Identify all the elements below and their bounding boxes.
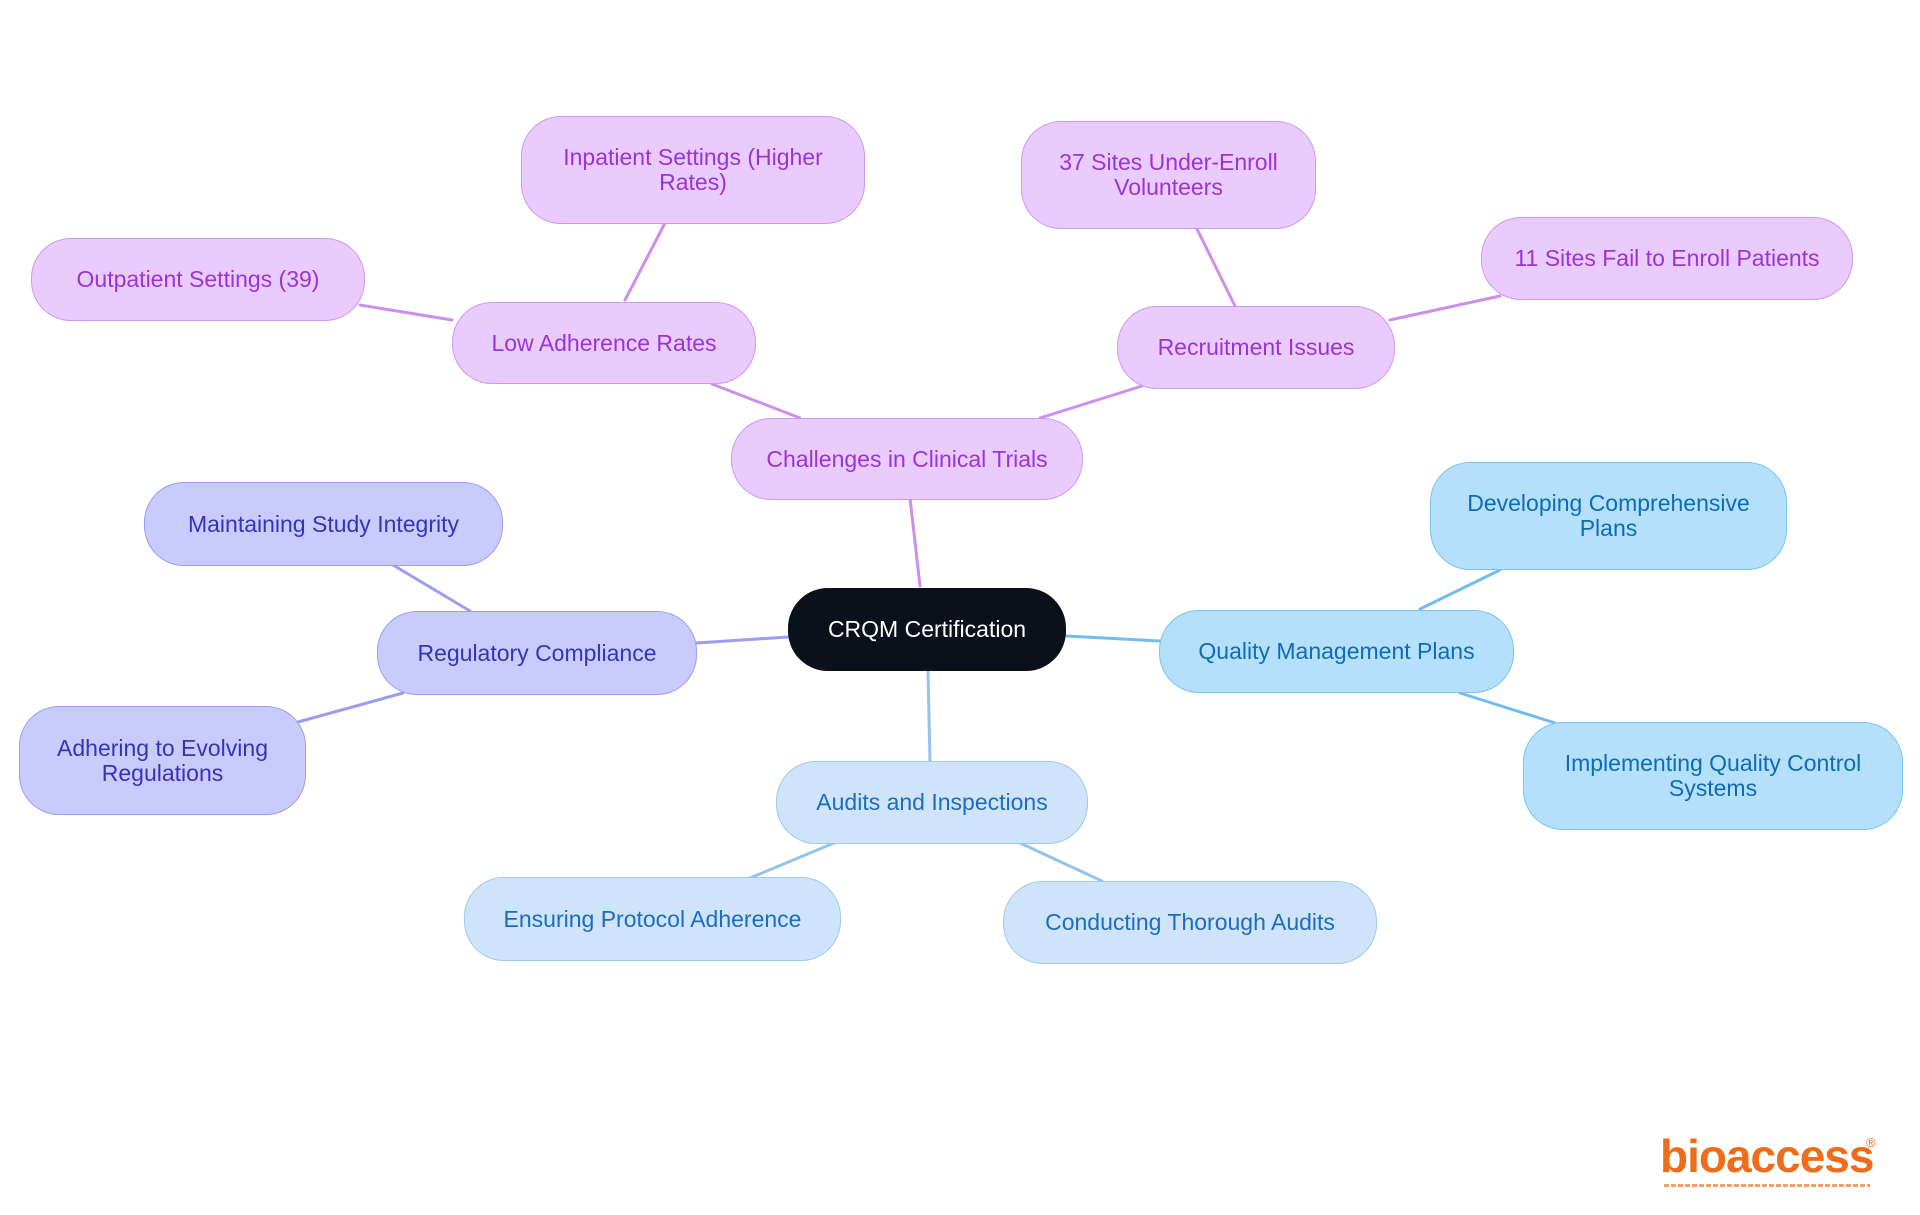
node-label: Conducting Thorough Audits [1045,909,1335,935]
node-implementing-quality-control-systems[interactable]: Implementing Quality Control Systems [1523,722,1903,830]
node-challenges-in-clinical-trials[interactable]: Challenges in Clinical Trials [731,418,1083,500]
root-node-crqm-certification[interactable]: CRQM Certification [788,588,1066,671]
node-label: Maintaining Study Integrity [187,510,460,537]
node-adhering-to-evolving-regulations[interactable]: Adhering to Evolving Regulations [19,706,306,815]
node-conducting-thorough-audits[interactable]: Conducting Thorough Audits [1003,881,1377,964]
node-label: Adhering to Evolving Regulations [57,734,268,786]
edge-recruitment-fail-enroll [1388,294,1502,322]
logo-tagline-strip [1664,1184,1870,1187]
edge-challenges-recruitment [1038,384,1144,420]
node-11-sites-fail-to-enroll[interactable]: 11 Sites Fail to Enroll Patients [1481,217,1853,300]
bioaccess-logo: bioaccess ® [1660,1133,1880,1193]
node-label: Regulatory Compliance [417,639,657,666]
node-quality-management-plans[interactable]: Quality Management Plans [1159,610,1514,693]
registered-mark-icon: ® [1866,1135,1876,1150]
node-label: Implementing Quality Control Systems [1564,750,1862,801]
node-ensuring-protocol-adherence[interactable]: Ensuring Protocol Adherence [464,877,841,961]
node-label: Recruitment Issues [1157,334,1355,360]
node-label: Inpatient Settings (Higher Rates) [563,144,823,195]
node-label: Low Adherence Rates [491,329,717,356]
node-recruitment-issues[interactable]: Recruitment Issues [1117,306,1395,389]
edge-quality-plans-comprehensive [1418,568,1502,611]
node-low-adherence-rates[interactable]: Low Adherence Rates [452,302,756,384]
root-label: CRQM Certification [827,616,1027,642]
logo-wordmark: bioaccess [1660,1130,1874,1182]
node-inpatient-settings[interactable]: Inpatient Settings (Higher Rates) [521,116,865,224]
edge-regulatory-integrity [391,563,472,613]
edge-audits-protocol [748,841,836,880]
node-outpatient-settings[interactable]: Outpatient Settings (39) [31,238,365,321]
node-label: 11 Sites Fail to Enroll Patients [1514,245,1820,271]
edge-root-regulatory [694,635,790,645]
edge-challenges-low-adherence [710,382,802,420]
node-developing-comprehensive-plans[interactable]: Developing Comprehensive Plans [1430,462,1787,570]
edge-root-quality-plans [1064,634,1162,643]
node-label: Quality Management Plans [1198,638,1475,664]
edge-root-audits [926,670,932,764]
edge-low-adherence-inpatient [623,221,667,302]
edge-regulatory-evolving [296,691,405,724]
node-maintaining-study-integrity[interactable]: Maintaining Study Integrity [144,482,503,566]
node-label: Challenges in Clinical Trials [766,445,1048,472]
node-37-sites-under-enroll[interactable]: 37 Sites Under-Enroll Volunteers [1021,121,1316,229]
edge-root-challenges [908,496,922,588]
edge-audits-thorough [1018,841,1104,883]
node-label: Developing Comprehensive Plans [1467,490,1750,541]
node-label: Audits and Inspections [816,789,1048,815]
node-label: Ensuring Protocol Adherence [503,905,802,932]
node-label: Outpatient Settings (39) [76,266,320,292]
node-label: 37 Sites Under-Enroll Volunteers [1059,149,1278,200]
edge-recruitment-under-enroll [1195,227,1237,308]
edge-low-adherence-outpatient [358,303,454,322]
node-regulatory-compliance[interactable]: Regulatory Compliance [377,611,697,695]
edge-quality-plans-qc-systems [1458,691,1557,725]
node-audits-and-inspections[interactable]: Audits and Inspections [776,761,1088,844]
